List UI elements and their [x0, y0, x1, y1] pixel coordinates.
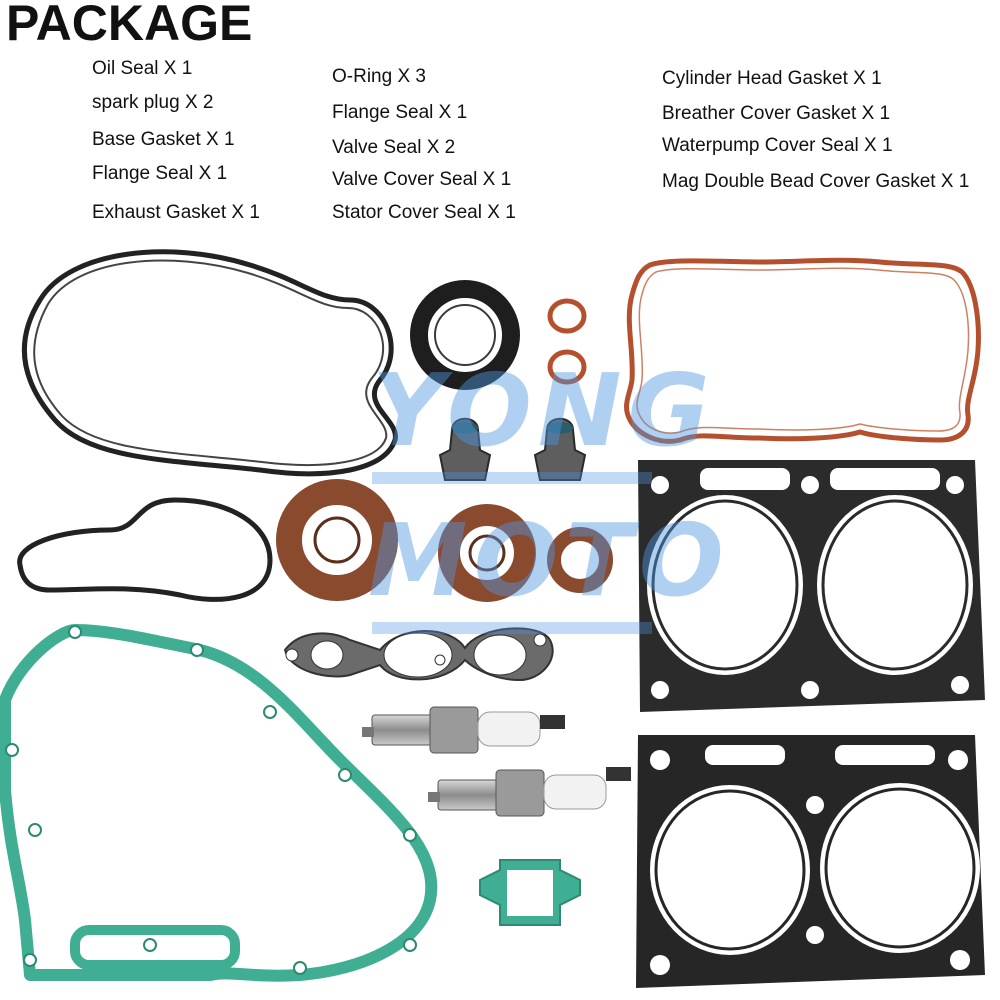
item-oil-seal: Oil Seal X 1	[92, 58, 193, 79]
breather-cover-seal	[17, 497, 273, 602]
waterpump-cover-seal	[21, 249, 398, 477]
valve-cover-gasket	[624, 257, 981, 444]
item-flange-seal-1: Flange Seal X 1	[92, 163, 228, 184]
stator-cover-gasket	[0, 624, 438, 982]
spark-plug-2	[428, 767, 631, 817]
oil-seal-black	[410, 280, 520, 390]
item-base-gasket: Base Gasket X 1	[92, 129, 235, 150]
valve-seals	[438, 417, 587, 481]
watermark-yong: YONG	[372, 352, 716, 469]
spark-plug-1	[362, 706, 565, 754]
exhaust-gasket	[283, 627, 554, 682]
watermark-bar-2	[372, 622, 652, 634]
flange-seals-brown	[276, 479, 613, 602]
watermark-moto: MOTO	[368, 502, 730, 619]
item-valve-seal: Valve Seal X 2	[332, 137, 456, 158]
cylinder-head-gasket	[636, 735, 985, 988]
item-valve-cover-seal: Valve Cover Seal X 1	[332, 169, 512, 190]
item-stator-cover-seal: Stator Cover Seal X 1	[332, 202, 516, 223]
package-title: PACKAGE	[6, 0, 253, 51]
item-cylinder-head-gasket: Cylinder Head Gasket X 1	[662, 68, 882, 89]
small-square-gasket	[479, 859, 581, 926]
o-rings	[547, 298, 587, 385]
base-gasket	[638, 460, 985, 712]
item-breather-cover-gasket: Breather Cover Gasket X 1	[662, 103, 891, 124]
item-waterpump-cover-seal: Waterpump Cover Seal X 1	[662, 135, 893, 156]
item-mag-cover-gasket: Mag Double Bead Cover Gasket X 1	[662, 171, 970, 192]
watermark-bar-1	[372, 472, 652, 484]
item-flange-seal-2: Flange Seal X 1	[332, 102, 468, 123]
item-spark-plug: spark plug X 2	[92, 92, 214, 113]
item-exhaust-gasket: Exhaust Gasket X 1	[92, 202, 260, 223]
item-o-ring: O-Ring X 3	[332, 66, 426, 87]
